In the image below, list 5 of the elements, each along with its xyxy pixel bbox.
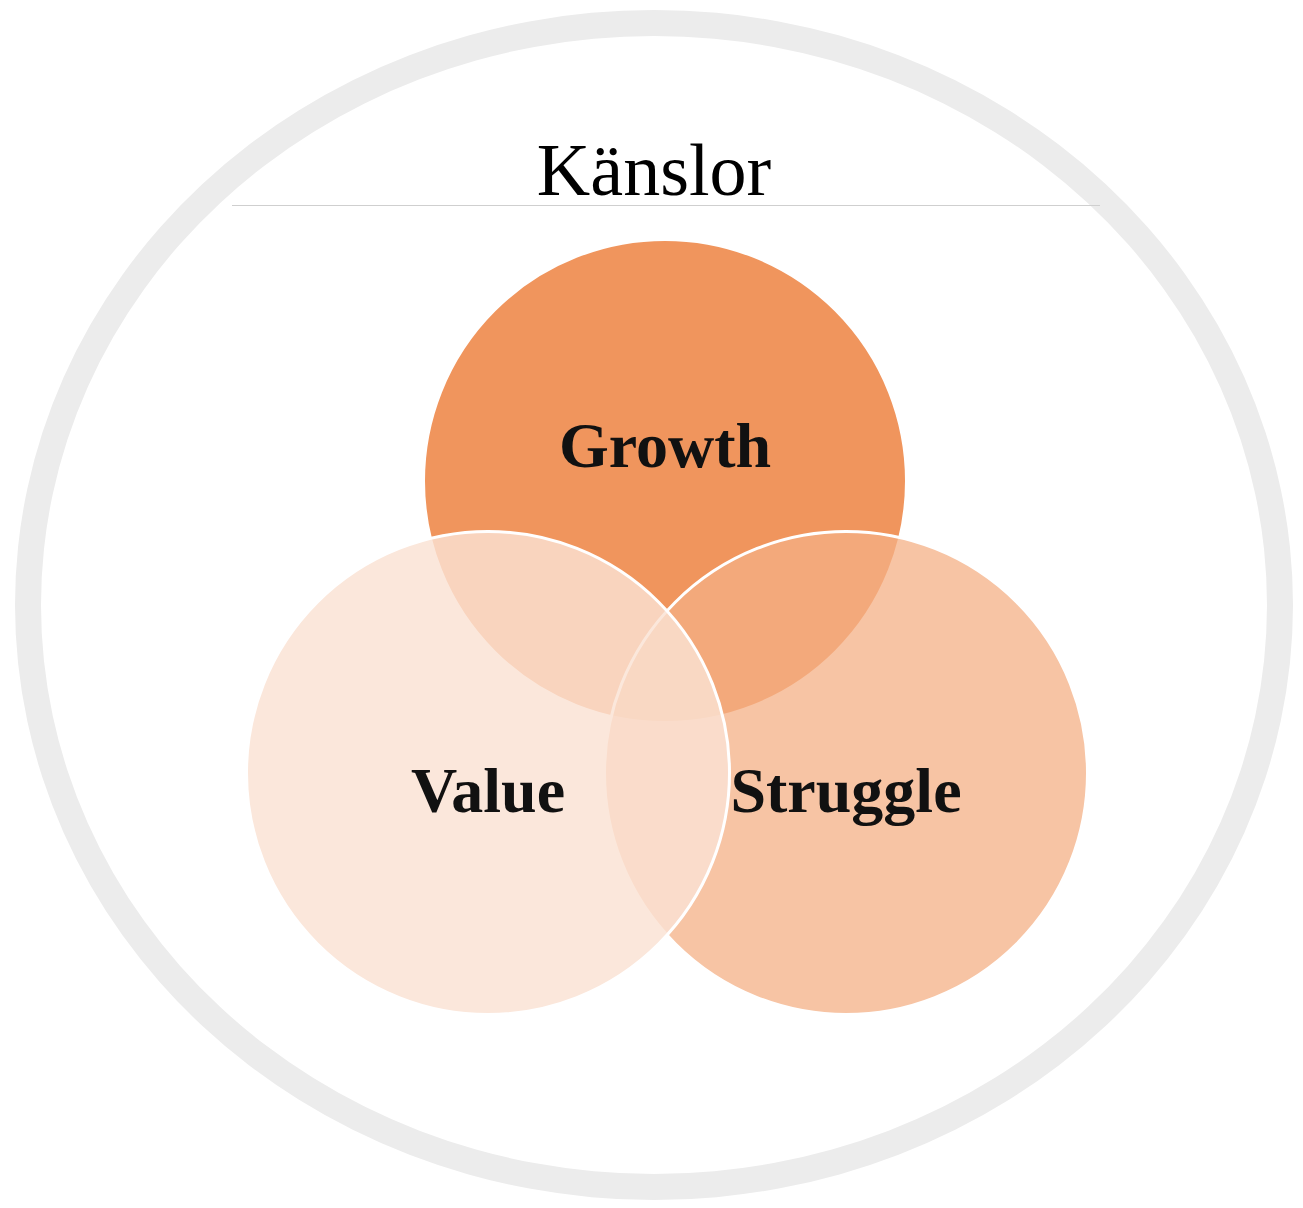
circle-label: Value: [410, 754, 566, 828]
circle-label: Struggle: [730, 754, 962, 828]
circle-label: Growth: [558, 409, 772, 483]
outer-ring: [15, 10, 1293, 1200]
heading: Känslor: [535, 128, 773, 213]
